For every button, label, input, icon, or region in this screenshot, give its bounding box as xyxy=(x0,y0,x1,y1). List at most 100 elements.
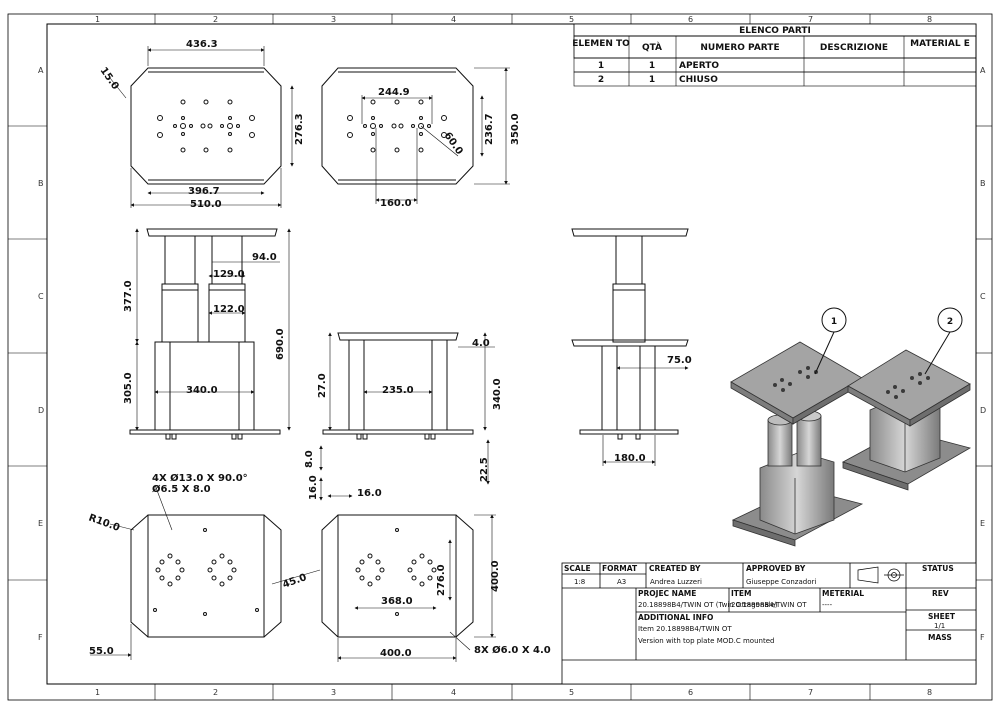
dim-r10: R10.0 xyxy=(87,512,121,533)
bom-header-qty: QTÀ xyxy=(642,41,662,53)
iso-assembly-1 xyxy=(730,341,864,547)
zone-row-d: D xyxy=(38,406,44,415)
side-view-open xyxy=(571,228,689,440)
dim-122-0: 122.0 xyxy=(213,304,245,315)
zone-row-c: C xyxy=(38,292,44,301)
bom-row-2-qty: 1 xyxy=(649,75,655,85)
top-view-left-dims xyxy=(109,46,294,208)
zone-row-a-right: A xyxy=(980,66,986,75)
zone-row-d-right: D xyxy=(980,406,986,415)
tb-scale-label: SCALE xyxy=(564,564,591,573)
zone-col-7-bottom: 7 xyxy=(808,688,813,697)
outer-border xyxy=(7,13,993,701)
holes-note-8x: 8X Ø6.0 X 4.0 xyxy=(474,644,551,656)
zone-row-e-right: E xyxy=(980,519,985,528)
bottom-view-right xyxy=(321,514,474,638)
tb-info-label: ADDITIONAL INFO xyxy=(638,613,713,622)
dim-340-0-total: 340.0 xyxy=(492,378,503,410)
bom-row-1-item: 1 xyxy=(598,61,604,71)
dim-350-0: 350.0 xyxy=(510,113,521,145)
iso-assembly-2 xyxy=(842,349,972,491)
dim-22-5: 22.5 xyxy=(479,457,490,482)
dim-276-0: 276.0 xyxy=(436,564,447,596)
tb-format: A3 xyxy=(617,578,626,586)
dim-305-0: 305.0 xyxy=(123,372,134,404)
dim-45-0: 45.0 xyxy=(281,572,308,591)
bom-header-item: ELEMEN TO xyxy=(572,39,630,49)
bom-table: ELENCO PARTI ELEMEN TO QTÀ NUMERO PARTE … xyxy=(572,23,977,87)
dim-75-0: 75.0 xyxy=(667,355,692,366)
tb-material: ---- xyxy=(822,601,833,609)
bom-row-2-part: CHIUSO xyxy=(679,75,718,85)
zone-row-f-right: F xyxy=(980,633,985,642)
tb-created-by: Andrea Luzzeri xyxy=(650,578,702,586)
balloons xyxy=(814,307,963,375)
balloon-1: 1 xyxy=(831,317,837,327)
bom-title: ELENCO PARTI xyxy=(739,26,811,36)
bom-row-2-item: 2 xyxy=(598,75,604,85)
zone-col-1-bottom: 1 xyxy=(95,688,100,697)
zone-col-3-bottom: 3 xyxy=(331,688,336,697)
zone-row-e: E xyxy=(38,519,43,528)
dim-129-0: 129.0 xyxy=(213,269,245,280)
dim-396-7: 396.7 xyxy=(188,186,220,197)
holes-note-1: 4X Ø13.0 X 90.0° xyxy=(152,472,248,484)
side-view-open-dims xyxy=(602,366,689,466)
zone-col-4: 4 xyxy=(451,15,456,24)
tb-scale: 1:8 xyxy=(574,578,585,586)
dim-690-0: 690.0 xyxy=(275,328,286,360)
misc-dims xyxy=(319,439,490,501)
zone-col-5-bottom: 5 xyxy=(569,688,574,697)
zone-labels: 1 2 3 4 5 6 7 8 1 2 3 4 5 6 7 8 A B C D … xyxy=(38,15,986,697)
tb-status-label: STATUS xyxy=(922,564,954,573)
bom-row-1-qty: 1 xyxy=(649,61,655,71)
zone-col-1: 1 xyxy=(95,15,100,24)
dim-160-0: 160.0 xyxy=(380,198,412,209)
tb-project: 20.18898B4/TWIN OT (Twin Ottagonale) xyxy=(638,601,778,609)
tb-material-label: METERIAL xyxy=(822,589,864,598)
front-view-open xyxy=(129,228,281,440)
dim-4-0: 4.0 xyxy=(472,338,490,349)
dim-340-0-base: 340.0 xyxy=(186,385,218,396)
tb-rev-label: REV xyxy=(932,589,949,598)
dim-60-0: 60.0 xyxy=(442,130,465,157)
dim-94-0: 94.0 xyxy=(252,252,277,263)
zone-col-3: 3 xyxy=(331,15,336,24)
tb-format-label: FORMAT xyxy=(602,564,638,573)
dim-8-0: 8.0 xyxy=(304,450,315,468)
tb-sheet-label: SHEET xyxy=(928,612,956,621)
top-view-right-dims xyxy=(361,67,510,204)
dim-368-0: 368.0 xyxy=(381,596,413,607)
zone-col-6: 6 xyxy=(688,15,693,24)
tb-approved-by: Giuseppe Conzadori xyxy=(746,578,816,586)
zone-col-2: 2 xyxy=(213,15,218,24)
zone-row-b-right: B xyxy=(980,179,986,188)
zone-row-a: A xyxy=(38,66,44,75)
bom-header-material: MATERIAL E xyxy=(910,39,970,49)
zone-col-5: 5 xyxy=(569,15,574,24)
zone-col-8: 8 xyxy=(927,15,932,24)
tb-project-label: PROJEC NAME xyxy=(638,589,696,598)
holes-note-2: Ø6.5 X 8.0 xyxy=(152,483,211,495)
dim-180-0: 180.0 xyxy=(614,453,646,464)
zone-markers xyxy=(8,14,992,700)
tb-sheet: 1/1 xyxy=(934,622,945,630)
front-view-closed-dims xyxy=(328,332,495,431)
zone-row-f: F xyxy=(38,633,43,642)
tb-created-label: CREATED BY xyxy=(649,564,701,573)
bottom-view-right-dims xyxy=(337,514,496,662)
tb-info-line-2: Version with top plate MOD.C mounted xyxy=(638,637,774,645)
tb-item: 20.18898B4/TWIN OT xyxy=(731,601,807,609)
dim-244-9: 244.9 xyxy=(378,87,410,98)
bom-header-part: NUMERO PARTE xyxy=(700,43,779,53)
balloon-2: 2 xyxy=(947,317,953,327)
tb-mass-label: MASS xyxy=(928,633,952,642)
inner-border xyxy=(46,23,977,685)
projection-symbol xyxy=(857,566,904,584)
dim-55-0: 55.0 xyxy=(89,646,114,657)
front-view-open-dims xyxy=(135,228,291,431)
dim-377-0: 377.0 xyxy=(123,280,134,312)
bottom-view-left-dims xyxy=(90,484,321,660)
dim-400-0-horz: 400.0 xyxy=(380,648,412,659)
